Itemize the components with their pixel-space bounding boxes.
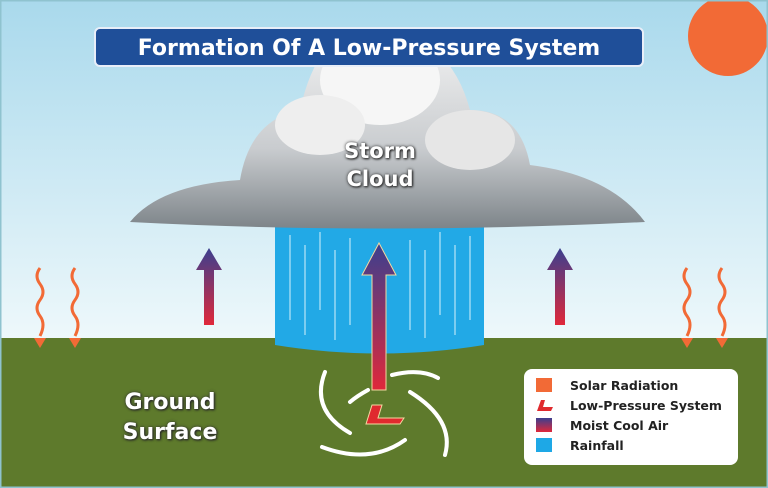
page-title: Formation Of A Low-Pressure System xyxy=(94,27,644,67)
legend-item: Moist Cool Air xyxy=(536,415,738,435)
ground-surface-label: Ground Surface xyxy=(122,390,218,445)
circulation-arrows xyxy=(319,370,449,457)
solar-arrowheads xyxy=(34,338,728,348)
rainfall-swatch-icon xyxy=(536,438,552,452)
legend-item: Solar Radiation xyxy=(536,375,738,395)
moist-cool-air-swatch-icon xyxy=(536,418,552,432)
low-pressure-symbol xyxy=(365,404,405,425)
legend-item: Rainfall xyxy=(536,435,738,455)
solar-radiation-swatch-icon xyxy=(536,378,552,392)
moist-cool-air-arrows xyxy=(196,241,573,391)
storm-cloud-label: Storm Cloud xyxy=(344,139,416,191)
sun xyxy=(688,0,768,76)
legend-item: Low-Pressure System xyxy=(536,395,738,415)
legend-label: Low-Pressure System xyxy=(570,397,722,413)
legend: Solar Radiation Low-Pressure System Mois… xyxy=(524,369,738,465)
rain-streaks xyxy=(289,232,471,340)
legend-label: Moist Cool Air xyxy=(570,417,669,433)
solar-radiation-arrows xyxy=(35,267,727,337)
low-pressure-symbol-icon xyxy=(536,398,553,412)
legend-label: Solar Radiation xyxy=(570,377,679,393)
legend-label: Rainfall xyxy=(570,437,624,453)
